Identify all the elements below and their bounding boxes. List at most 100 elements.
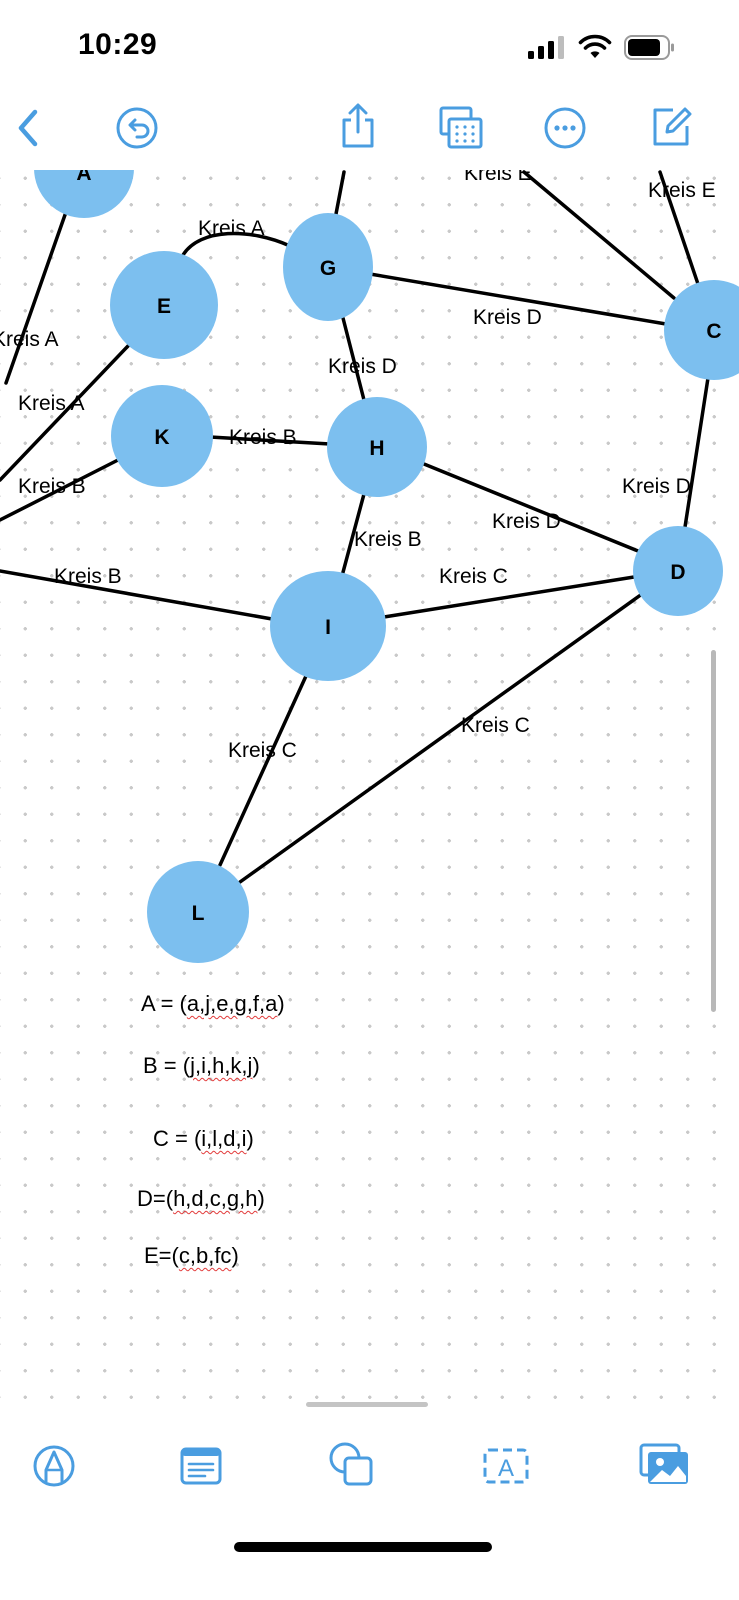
edge-k-left[interactable] (0, 458, 120, 522)
shapes-icon (329, 1442, 373, 1486)
formula-cycle-d[interactable]: D=(h,d,c,g,h) (137, 1186, 265, 1212)
edge-a-left[interactable] (4, 210, 68, 385)
compose-button[interactable] (643, 98, 699, 154)
status-time: 10:29 (78, 28, 158, 61)
node-d[interactable] (633, 526, 723, 616)
photo-icon (639, 1443, 688, 1484)
edge-h-d[interactable] (422, 462, 640, 553)
formula-suffix: ) (252, 1053, 260, 1078)
text-box-button[interactable]: A (478, 1438, 534, 1494)
formula-suffix: ) (277, 991, 285, 1016)
edge-c-top-left[interactable] (522, 170, 676, 300)
edge-g-c[interactable] (368, 272, 668, 326)
edge-label-kreis-e-2: Kreis E (648, 179, 716, 202)
node-label-g: G (320, 257, 336, 280)
pen-tool-button[interactable] (26, 1438, 82, 1494)
node-i[interactable] (270, 571, 386, 681)
edge-c-d[interactable] (683, 376, 710, 529)
shapes-button[interactable] (323, 1436, 379, 1492)
vertical-scrollbar[interactable] (711, 650, 716, 1012)
top-toolbar (0, 96, 739, 170)
photo-button[interactable] (636, 1436, 692, 1492)
compose-icon (653, 107, 692, 146)
edge-i-d[interactable] (382, 575, 636, 619)
sticky-note-button[interactable] (173, 1438, 229, 1494)
edge-l-d[interactable] (238, 592, 644, 884)
edge-c-top[interactable] (658, 170, 700, 286)
edge-label-kreis-c-3: Kreis C (228, 739, 297, 762)
more-button[interactable] (537, 100, 593, 156)
node-g[interactable] (283, 213, 373, 321)
text-box-icon: A (483, 1448, 529, 1484)
formula-body: a,j,e,g,f,a (186, 991, 278, 1016)
edge-h-i[interactable] (340, 492, 366, 578)
node-h[interactable] (327, 397, 427, 497)
cellular-signal-icon (528, 36, 564, 59)
node-label-c: C (706, 320, 721, 343)
edge-label-kreis-b-4: Kreis B (54, 565, 122, 588)
formula-body: i,l,d,i (201, 1126, 247, 1151)
edge-i-l[interactable] (218, 674, 308, 867)
edge-e-left[interactable] (0, 344, 130, 482)
formula-body: j,i,h,k,j (190, 1053, 253, 1078)
edge-label-kreis-c-2: Kreis C (461, 714, 530, 737)
edge-k-h[interactable] (208, 435, 332, 446)
home-indicator[interactable] (234, 1542, 492, 1552)
back-button[interactable] (0, 100, 56, 156)
edge-label-kreis-d-2: Kreis D (328, 355, 397, 378)
formula-cycle-e[interactable]: E=(c,b,fc) (144, 1243, 239, 1269)
formula-body: h,d,c,g,h (173, 1186, 258, 1211)
edge-label-kreis-d-1: Kreis D (473, 306, 542, 329)
formula-prefix: A = ( (141, 991, 187, 1016)
formula-prefix: B = ( (143, 1053, 191, 1078)
formula-body: c,b,fc (178, 1243, 232, 1268)
edge-g-top[interactable] (334, 170, 346, 216)
more-icon (544, 107, 586, 149)
edge-label-kreis-a-1: Kreis A (0, 328, 59, 351)
formula-prefix: D=( (137, 1186, 174, 1211)
bottom-toolbar: A (0, 1418, 739, 1600)
node-label-d: D (670, 561, 685, 584)
edge-label-kreis-b-3: Kreis B (354, 528, 422, 551)
edge-label-kreis-b-1: Kreis B (18, 475, 86, 498)
formula-suffix: ) (231, 1243, 239, 1268)
edge-g-h[interactable] (341, 316, 366, 402)
edge-e-g[interactable] (181, 231, 292, 257)
node-label-l: L (192, 902, 205, 925)
formula-cycle-a[interactable]: A = (a,j,e,g,f,a) (141, 991, 285, 1017)
node-k[interactable] (111, 385, 213, 487)
node-l[interactable] (147, 861, 249, 963)
node-e[interactable] (110, 251, 218, 359)
pen-icon (33, 1445, 75, 1487)
share-icon (342, 103, 374, 148)
grid-overlay-button[interactable] (433, 100, 489, 156)
node-c[interactable] (664, 280, 739, 380)
formula-prefix: C = ( (153, 1126, 202, 1151)
wifi-icon (578, 34, 612, 58)
battery-icon (624, 35, 674, 60)
svg-text:A: A (498, 1455, 514, 1482)
back-chevron-icon (18, 109, 38, 147)
share-button[interactable] (330, 98, 386, 154)
drag-handle[interactable] (306, 1402, 428, 1407)
formula-prefix: E=( (144, 1243, 179, 1268)
node-label-h: H (369, 437, 384, 460)
formula-cycle-b[interactable]: B = (j,i,h,k,j) (143, 1053, 260, 1079)
formula-suffix: ) (257, 1186, 265, 1211)
node-label-k: K (154, 426, 169, 449)
formula-cycle-c[interactable]: C = (i,l,d,i) (153, 1126, 254, 1152)
grid-overlay-icon (439, 106, 483, 149)
undo-icon (116, 107, 158, 149)
edge-label-kreis-b-2: Kreis B (229, 426, 297, 449)
edge-label-kreis-d-3: Kreis D (492, 510, 561, 533)
edge-label-kreis-d-4: Kreis D (622, 475, 691, 498)
edge-label-kreis-a-2: Kreis A (18, 392, 85, 415)
node-label-e: E (157, 295, 171, 318)
edge-i-left[interactable] (0, 569, 274, 621)
note-icon (180, 1447, 222, 1485)
edge-label-kreis-c-1: Kreis C (439, 565, 508, 588)
edge-label-kreis-a-3: Kreis A (198, 217, 265, 240)
undo-button[interactable] (109, 100, 165, 156)
status-bar: 10:29 (0, 0, 739, 96)
